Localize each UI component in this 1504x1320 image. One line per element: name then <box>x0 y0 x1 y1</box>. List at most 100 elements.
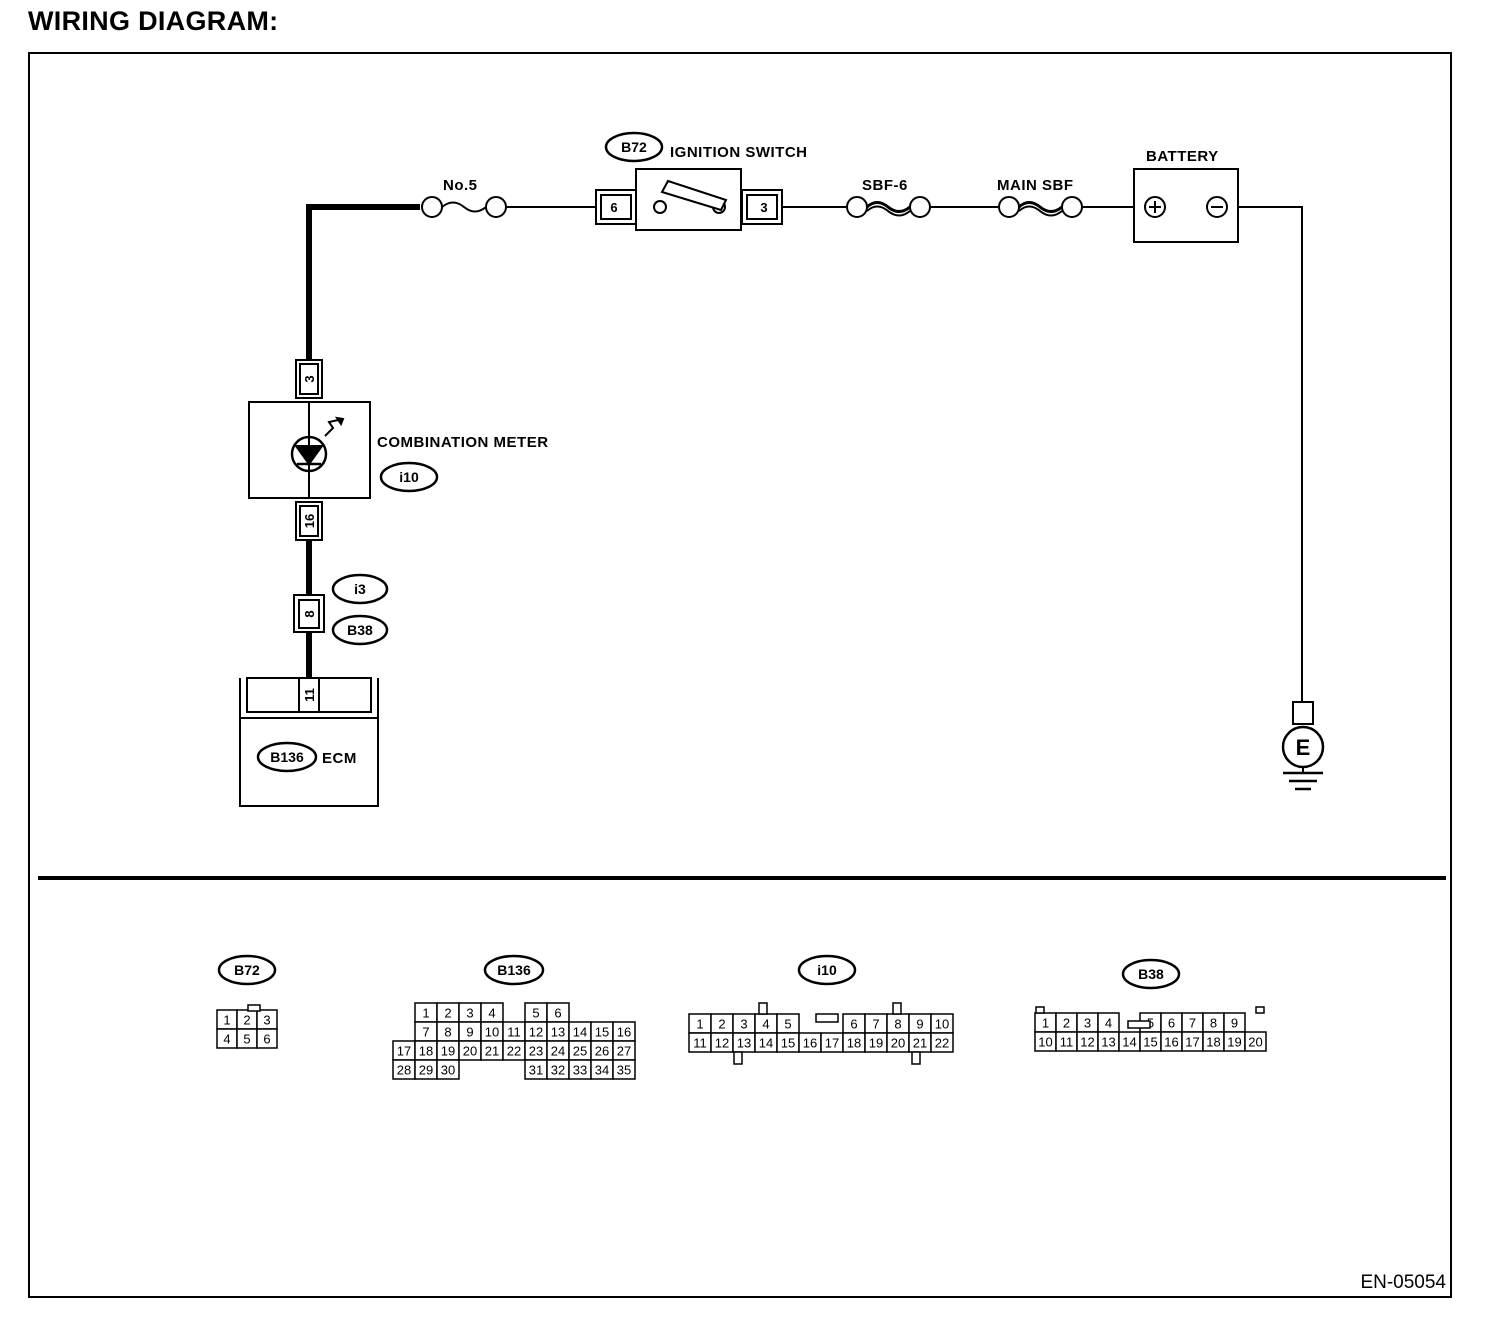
ignition-switch-symbol <box>595 168 783 231</box>
pin-number: 6 <box>554 1006 561 1021</box>
pin-number: 25 <box>573 1044 587 1059</box>
pin-junction: 8 <box>302 610 317 617</box>
label-battery: BATTERY <box>1146 148 1219 165</box>
connector-key-tab <box>1255 1006 1265 1014</box>
pin-number: 9 <box>916 1017 923 1032</box>
pin-number: 34 <box>595 1063 609 1078</box>
pin-number: 1 <box>696 1017 703 1032</box>
label-ground: E <box>1296 735 1311 760</box>
connector-key-tab <box>247 1004 261 1012</box>
diagram-frame <box>28 52 1452 1298</box>
connector-key-tab <box>1127 1020 1151 1029</box>
connector-key-tab <box>1035 1006 1045 1014</box>
pin-ecm: 11 <box>302 688 317 702</box>
pin-number: 18 <box>1206 1035 1220 1050</box>
label-i3: i3 <box>354 581 366 597</box>
pin-number: 8 <box>1210 1016 1217 1031</box>
ground-symbol <box>1281 701 1325 791</box>
pin-number: 7 <box>1189 1016 1196 1031</box>
pin-number: 13 <box>737 1036 751 1051</box>
label-fuse-no5: No.5 <box>443 177 478 194</box>
battery-symbol <box>1133 168 1239 243</box>
label-b136: B136 <box>270 749 304 765</box>
pin-number: 19 <box>869 1036 883 1051</box>
pin-number: 7 <box>872 1017 879 1032</box>
pin-number: 13 <box>551 1025 565 1040</box>
pin-number: 6 <box>263 1032 270 1047</box>
pin-number: 14 <box>573 1025 587 1040</box>
pin-number: 18 <box>419 1044 433 1059</box>
label-combination-meter: COMBINATION METER <box>377 434 549 451</box>
pin-number: 32 <box>551 1063 565 1078</box>
pin-number: 3 <box>740 1017 747 1032</box>
pin-number: 10 <box>935 1017 949 1032</box>
pin-number: 19 <box>1227 1035 1241 1050</box>
pin-number: 9 <box>466 1025 473 1040</box>
label-main-sbf: MAIN SBF <box>997 177 1074 194</box>
ecm-symbol <box>239 677 379 807</box>
pin-number: 20 <box>463 1044 477 1059</box>
pin-number: 31 <box>529 1063 543 1078</box>
connector-key-tab <box>733 1051 743 1065</box>
pin-meter-in: 3 <box>302 375 317 382</box>
pin-number: 10 <box>485 1025 499 1040</box>
pin-number: 15 <box>781 1036 795 1051</box>
label-conn-b136: B136 <box>497 962 531 978</box>
label-conn-b38: B38 <box>1138 966 1164 982</box>
pin-number: 16 <box>617 1025 631 1040</box>
pin-number: 18 <box>847 1036 861 1051</box>
pin-number: 6 <box>850 1017 857 1032</box>
pin-number: 17 <box>1185 1035 1199 1050</box>
label-ecm: ECM <box>322 750 357 767</box>
page-title: WIRING DIAGRAM: <box>28 6 279 36</box>
pin-number: 4 <box>762 1017 769 1032</box>
pin-number: 35 <box>617 1063 631 1078</box>
pin-number: 21 <box>913 1036 927 1051</box>
pin-number: 22 <box>507 1044 521 1059</box>
pin-number: 14 <box>759 1036 773 1051</box>
pin-number: 15 <box>1143 1035 1157 1050</box>
label-conn-i10: i10 <box>817 962 837 978</box>
pin-number: 2 <box>444 1006 451 1021</box>
pin-number: 20 <box>1248 1035 1262 1050</box>
pin-number: 4 <box>488 1006 495 1021</box>
oval-b136-bottom <box>483 954 545 986</box>
oval-b72-top <box>604 131 664 163</box>
oval-i3 <box>331 573 389 605</box>
pin-number: 11 <box>1060 1035 1074 1050</box>
pin-number: 2 <box>243 1013 250 1028</box>
pin-number: 7 <box>422 1025 429 1040</box>
pin-number: 13 <box>1101 1035 1115 1050</box>
pin-cell <box>612 1059 636 1080</box>
pin-number: 21 <box>485 1044 499 1059</box>
pin-number: 5 <box>532 1006 539 1021</box>
pin-number: 11 <box>693 1036 707 1051</box>
pin-number: 8 <box>894 1017 901 1032</box>
pin-number: 4 <box>1105 1016 1112 1031</box>
pin-number: 5 <box>784 1017 791 1032</box>
label-sbf6: SBF-6 <box>862 177 908 194</box>
fuse-no5 <box>421 196 507 218</box>
label-conn-b72: B72 <box>234 962 260 978</box>
pin-number: 10 <box>1038 1035 1052 1050</box>
pin-ign-out: 3 <box>760 200 767 215</box>
pin-number: 16 <box>1164 1035 1178 1050</box>
connector-key-tab <box>892 1002 902 1015</box>
pin-number: 5 <box>243 1032 250 1047</box>
pin-number: 2 <box>1063 1016 1070 1031</box>
label-ignition-switch: IGNITION SWITCH <box>670 144 808 161</box>
pin-number: 22 <box>935 1036 949 1051</box>
pin-number: 4 <box>223 1032 230 1047</box>
oval-b38-bottom <box>1121 958 1181 990</box>
pin-number: 3 <box>466 1006 473 1021</box>
pin-cell <box>256 1028 278 1049</box>
connector-key-tab <box>911 1051 921 1065</box>
oval-b72-bottom <box>217 954 277 986</box>
oval-i10-bottom <box>797 954 857 986</box>
wire-battery-to-ground <box>1238 206 1303 702</box>
pin-number: 9 <box>1231 1016 1238 1031</box>
label-b72-top: B72 <box>621 139 647 155</box>
